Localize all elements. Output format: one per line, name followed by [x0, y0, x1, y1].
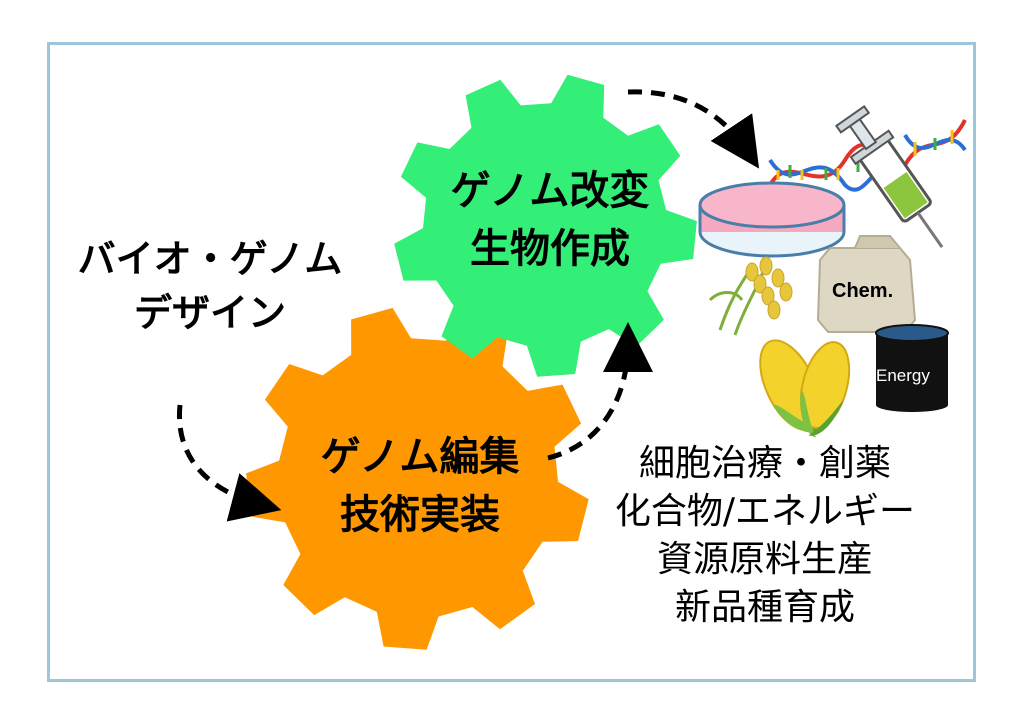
left-title-line1: バイオ・ゲノム	[77, 237, 343, 281]
output-item: 新品種育成	[674, 587, 855, 628]
green-gear-line2: 生物作成	[470, 226, 630, 272]
corn-icon	[759, 339, 851, 438]
arrow-green-to-products	[627, 89, 760, 169]
outputs-list: 細胞治療・創薬 化合物/エネルギー 資源原料生産 新品種育成	[585, 440, 945, 632]
orange-gear-line2: 技術実装	[340, 492, 500, 538]
orange-gear	[246, 307, 589, 650]
chem-label: Chem.	[832, 280, 894, 302]
chemical-bag-icon	[816, 235, 917, 333]
left-title: バイオ・ゲノム デザイン	[60, 232, 360, 340]
output-item: 化合物/エネルギー	[614, 491, 916, 532]
output-item: 資源原料生産	[656, 539, 873, 580]
green-gear	[394, 74, 697, 377]
petri-dish-icon	[698, 181, 846, 258]
syringe-icon	[834, 104, 944, 249]
rice-plant-icon	[708, 256, 793, 336]
arrow-left-to-orange	[176, 404, 282, 522]
left-title-line2: デザイン	[133, 291, 286, 335]
diagram-frame	[47, 42, 976, 682]
orange-gear-label: ゲノム編集 技術実装	[295, 428, 545, 544]
green-gear-line1: ゲノム改変	[450, 168, 650, 214]
energy-label: Energy	[876, 366, 930, 385]
energy-barrel-icon	[875, 324, 949, 412]
green-gear-label: ゲノム改変 生物作成	[430, 162, 670, 278]
orange-gear-line1: ゲノム編集	[320, 434, 520, 480]
output-item: 細胞治療・創薬	[638, 443, 891, 484]
dna-icon-right	[903, 119, 967, 167]
arrow-orange-to-green	[547, 322, 653, 461]
